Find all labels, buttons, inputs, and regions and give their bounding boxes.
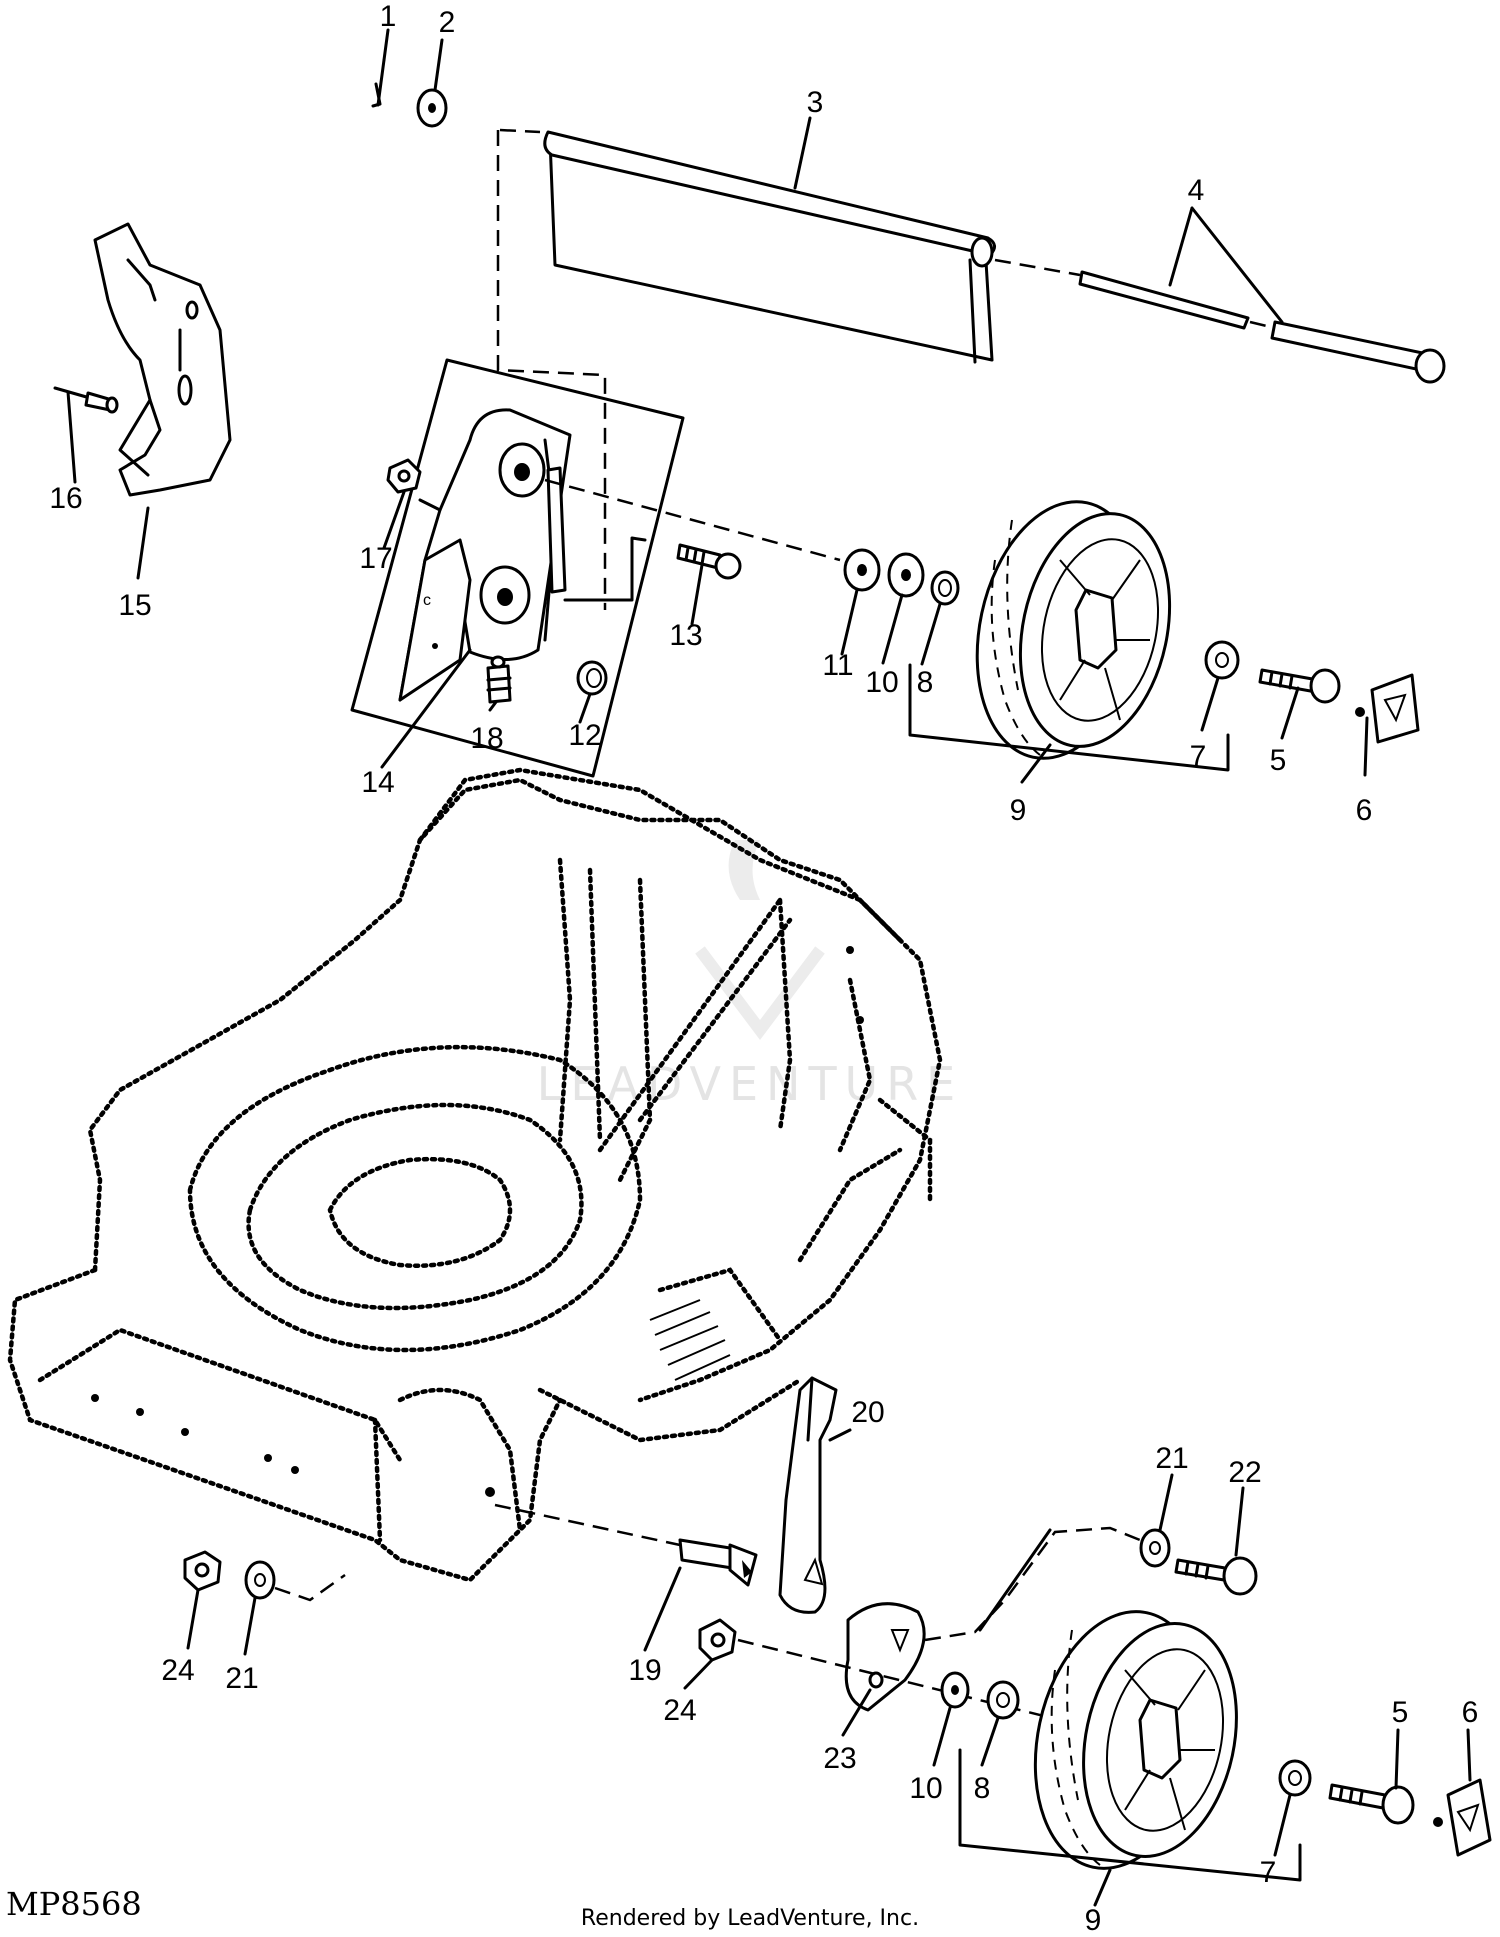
callout-21-right: 21 [1155,1442,1188,1475]
callout-8-lower: 8 [974,1772,991,1805]
part-23-plate [844,1602,926,1712]
callout-19: 19 [628,1654,661,1687]
callout-labels: 1 2 3 4 16 15 17 13 11 10 8 12 18 14 7 5… [49,0,1478,1937]
callout-8-upper: 8 [917,666,934,699]
callout-11: 11 [822,649,853,682]
part-10-washer-lower [940,1671,970,1709]
left-axle-line [274,1573,346,1602]
front-axle-line [544,478,841,602]
part-4-hinge-rods [994,258,1446,384]
lower-wheel-line-solid [978,1528,1052,1632]
part-21-washer-right [1139,1528,1171,1568]
part-24-nut-left [183,1550,222,1592]
part-8-spacer-upper [930,570,960,606]
leader-lines [66,28,1472,1907]
part-22-bolt [1174,1556,1258,1596]
part-18-fitting [486,655,512,704]
footer-credit: Rendered by LeadVenture, Inc. [581,1906,919,1931]
part-9-wheel-lower [1033,1610,1238,1870]
callout-7-lower: 7 [1260,1856,1277,1889]
callout-5-upper: 5 [1270,744,1287,777]
part-6-cap-lower [1433,1778,1492,1857]
figure-code: MP8568 [6,1885,142,1923]
callout-24-left: 24 [161,1654,194,1687]
part-5-bolt-lower [1328,1783,1415,1825]
callout-5-lower: 5 [1392,1696,1409,1729]
part-14-box: c [350,358,685,778]
lower-wheel-line [924,1526,1141,1642]
part-9-wheel-upper [975,500,1172,760]
callout-13: 13 [669,619,702,652]
callout-15: 15 [118,589,151,622]
part-1-cotter-pin [371,58,386,108]
callout-18: 18 [470,722,503,755]
callout-6-lower: 6 [1462,1696,1479,1729]
callout-17: 17 [359,542,392,575]
mower-deck [7,767,943,1583]
part-8-spacer-lower [986,1680,1020,1720]
callout-21-left: 21 [225,1662,258,1695]
part-10-washer-upper [887,552,925,598]
callout-10-upper: 10 [865,666,898,699]
watermark: LEADVENTURE [537,840,955,1111]
part-11-washer [843,548,881,592]
callout-1: 1 [380,0,397,33]
callout-2: 2 [439,6,456,39]
part-13-bolt [676,543,742,580]
callout-9-upper: 9 [1010,794,1027,827]
wheel-bracket-lower [958,1748,1302,1882]
part-7-bushing-lower [1278,1759,1312,1797]
callout-10-lower: 10 [909,1772,942,1805]
callout-6-upper: 6 [1356,794,1373,827]
part-5-bolt-upper [1258,668,1341,704]
part-3-rear-flap [496,128,996,610]
callout-7-upper: 7 [1190,740,1207,773]
part-6-cap-upper [1355,673,1420,744]
callout-3: 3 [807,86,824,119]
part-20-lever [778,1376,838,1614]
svg-text:c: c [423,592,431,609]
callout-22: 22 [1228,1456,1261,1489]
part-24-nut-lower [698,1618,737,1662]
part-2-washer [416,88,448,128]
part-16-rivet [53,386,119,414]
callout-20: 20 [851,1396,884,1429]
callout-9-lower: 9 [1085,1904,1102,1937]
part-7-bushing-upper [1204,640,1240,680]
wheel-bracket-upper [908,663,1230,772]
part-12-bushing [576,660,608,696]
part-17-nut [386,458,422,494]
callout-4: 4 [1188,174,1205,207]
callout-24-mid: 24 [663,1694,696,1727]
part-15-height-adjuster [93,222,232,497]
part-21-washer-left [244,1560,276,1600]
part-19-pin [494,1503,758,1587]
callout-14: 14 [361,766,394,799]
callout-23: 23 [823,1742,856,1775]
callout-16: 16 [49,482,82,515]
callout-12: 12 [568,719,601,752]
